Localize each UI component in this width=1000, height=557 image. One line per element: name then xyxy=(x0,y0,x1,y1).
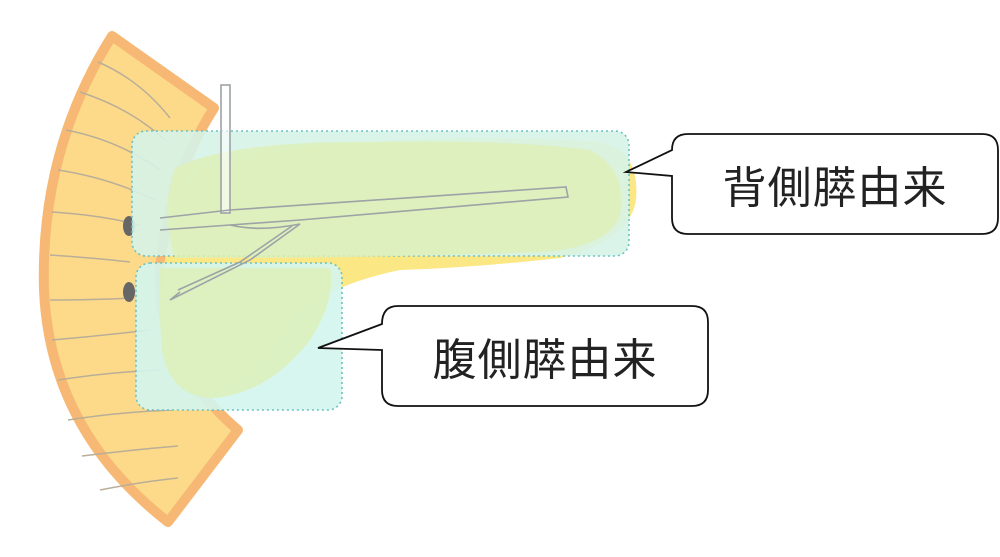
bile-duct xyxy=(220,84,231,214)
callout-dorsal-bubble xyxy=(622,133,999,235)
major-papilla xyxy=(123,282,135,302)
dorsal-green-overlay xyxy=(167,141,622,258)
callout-ventral-bubble xyxy=(317,305,709,407)
pancreatic-ducts xyxy=(159,186,569,301)
dorsal-origin-label: 背側膵由来 xyxy=(722,163,948,214)
ventral-green-overlay xyxy=(159,268,332,398)
ventral-origin-label: 腹側膵由来 xyxy=(432,335,658,386)
